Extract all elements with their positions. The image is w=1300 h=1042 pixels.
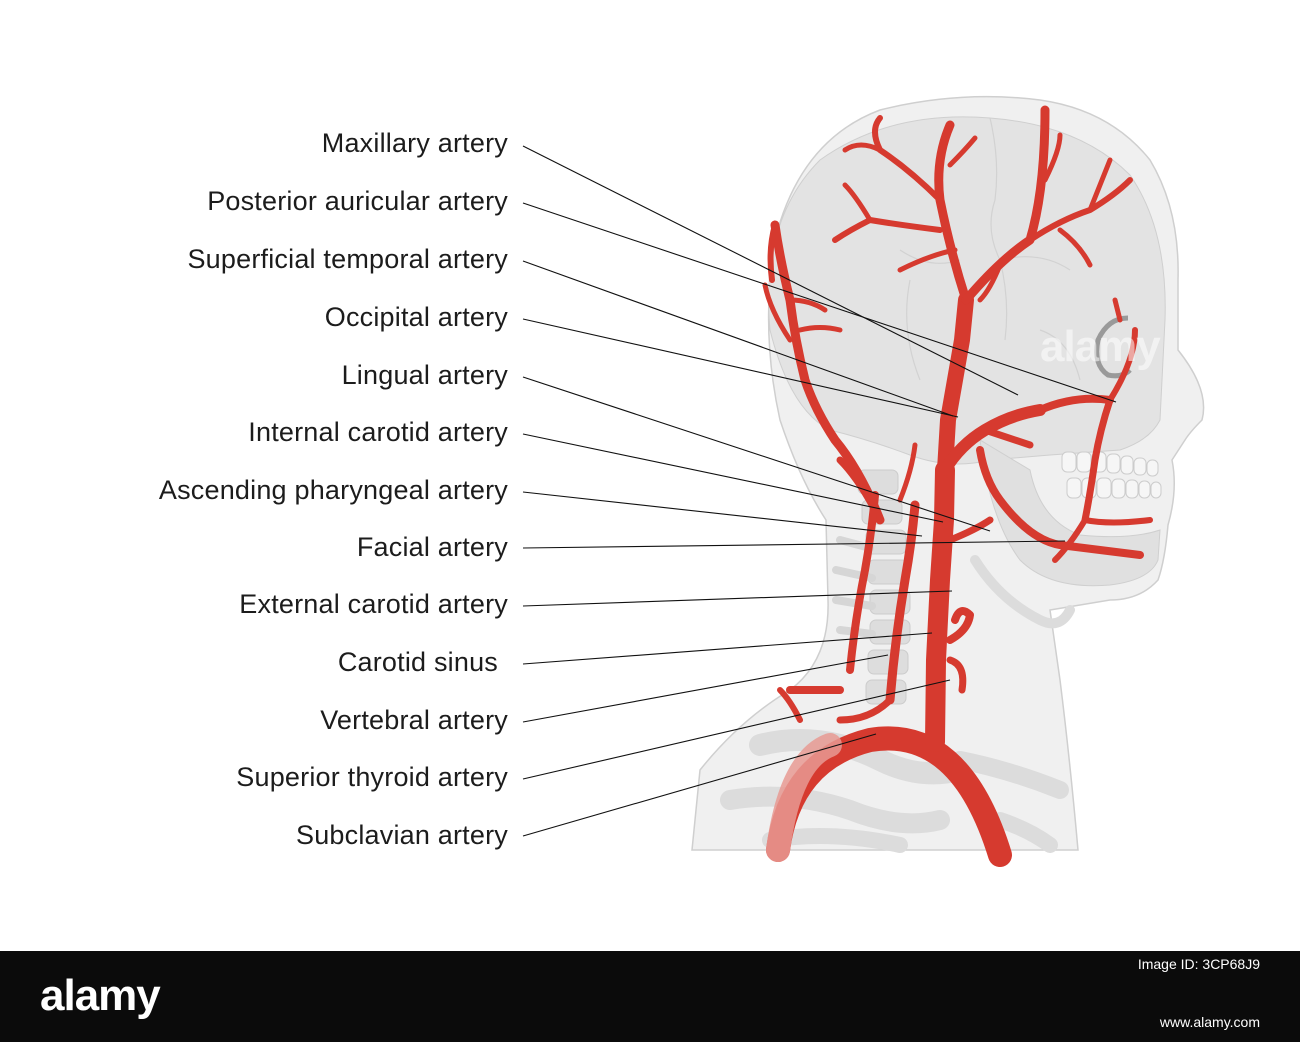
head-neck-arteries-diagram [522, 95, 1205, 867]
leader-line [522, 491, 923, 537]
leader-line [522, 632, 933, 665]
label-facial-artery: Facial artery [356, 532, 508, 562]
leader-line [522, 540, 1066, 549]
larynx-outline [970, 555, 1075, 629]
footer-url: www.alamy.com [1159, 1014, 1260, 1030]
leader-line [522, 202, 1117, 403]
leader-line [522, 376, 991, 532]
leader-line [522, 318, 959, 418]
teeth [1061, 451, 1162, 499]
label-subclavian-artery: Subclavian artery [295, 820, 508, 850]
label-carotid-sinus: Carotid sinus [337, 647, 498, 677]
leader-line [522, 733, 877, 837]
label-external-carotid-artery: External carotid artery [239, 589, 508, 619]
label-internal-carotid-artery: Internal carotid artery [248, 417, 508, 447]
internal-carotid-vessel [937, 292, 974, 478]
vertebral-vessel [885, 500, 920, 705]
label-posterior-auricular-artery: Posterior auricular artery [207, 186, 508, 216]
label-lingual-artery: Lingual artery [341, 360, 508, 390]
stock-footer-bar: alamy Image ID: 3CP68J9 www.alamy.com [0, 951, 1300, 1042]
footer-logo: alamy [40, 971, 161, 1020]
footer-image-id: Image ID: 3CP68J9 [1137, 956, 1260, 972]
leader-lines [522, 145, 1117, 837]
label-vertebral-artery: Vertebral artery [320, 705, 508, 735]
leader-line [522, 260, 954, 417]
label-superior-thyroid-artery: Superior thyroid artery [236, 762, 508, 792]
leader-line [522, 590, 953, 607]
label-superficial-temporal-artery: Superficial temporal artery [187, 244, 508, 274]
occipital-vessel [770, 220, 885, 525]
leader-line [522, 145, 1019, 396]
common-carotid-vessel [925, 460, 955, 752]
watermark: alamy [1040, 322, 1161, 371]
leader-line [522, 654, 889, 723]
label-occipital-artery: Occipital artery [324, 302, 508, 332]
leader-line [522, 679, 951, 780]
skull-sutures [899, 117, 1081, 381]
label-ascending-pharyngeal-artery: Ascending pharyngeal artery [158, 475, 508, 505]
leader-line [522, 433, 944, 523]
label-maxillary-artery: Maxillary artery [321, 128, 508, 158]
arteries [762, 105, 1153, 867]
